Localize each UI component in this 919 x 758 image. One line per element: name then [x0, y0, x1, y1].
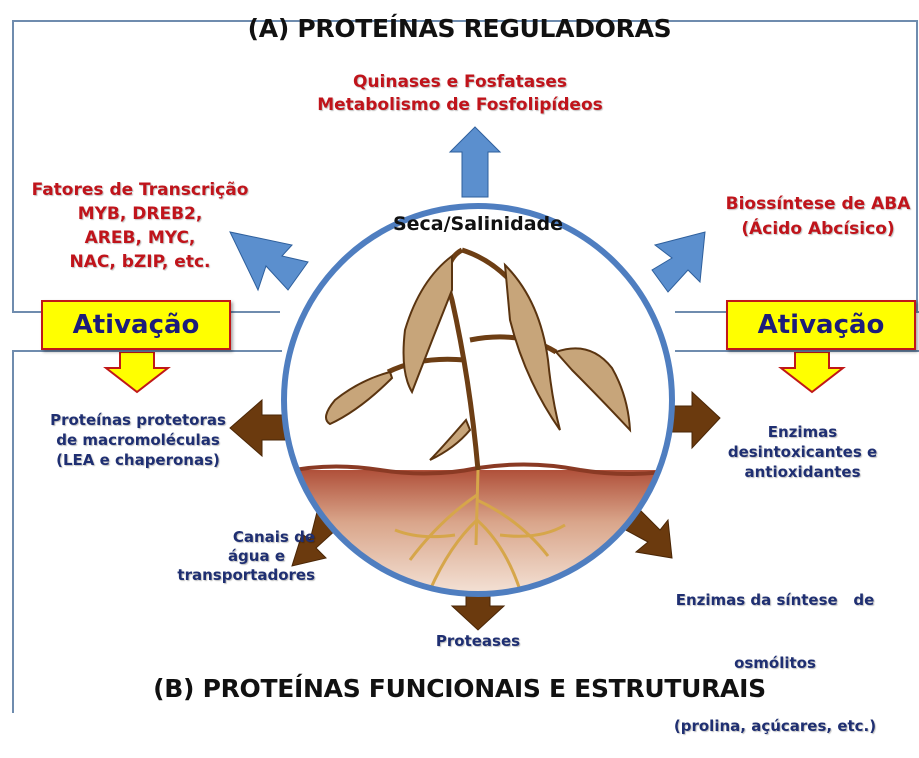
blue-arrow-right: [651, 231, 706, 293]
frame-left-line-b: [12, 350, 14, 713]
top-label-line-2: Metabolismo de Fosfolipídeos: [317, 95, 603, 115]
leaf-mid-right: [554, 347, 632, 433]
protective-line-1: Proteínas protetoras: [50, 411, 226, 429]
blue-arrow-left: [229, 231, 309, 292]
brown-arrow-left: [229, 398, 286, 458]
transcription-factors-line-3: AREB, MYC,: [84, 228, 196, 248]
top-label-line-1: Quinases e Fosfatases: [352, 72, 568, 92]
leaf-top-right: [503, 262, 561, 431]
section-b-title: (B) PROTEÍNAS FUNCIONAIS E ESTRUTURAIS: [153, 674, 766, 703]
transcription-factors-label: Fatores de Transcrição MYB, DREB2, AREB,…: [5, 178, 275, 274]
top-label: Quinases e Fosfatases Metabolismo de Fos…: [260, 71, 660, 117]
activation-box-right: Ativação: [726, 300, 916, 350]
frame-mid-line-left-b: [12, 350, 282, 352]
brown-arrow-lower-right: [621, 509, 673, 559]
detox-line-1: Enzimas: [767, 423, 838, 441]
blue-arrows: [229, 126, 706, 293]
activation-arrow-right: [778, 352, 846, 394]
channels-line-3: transportadores: [177, 566, 315, 584]
protective-line-2: de macromoléculas: [56, 431, 220, 449]
aba-line-1: Biossíntese de ABA: [725, 194, 911, 214]
channels-line-2: água e: [227, 547, 285, 565]
osmolyte-line-3: (prolina, açúcares, etc.): [673, 717, 877, 735]
osmolyte-line-1: Enzimas da síntese de: [675, 591, 875, 609]
diagram-graphics: [229, 126, 721, 631]
frame-mid-line-right-b: [675, 350, 919, 352]
detox-line-2: desintoxicantes e: [727, 443, 878, 461]
leaf-mid-left: [325, 370, 394, 426]
protective-line-3: (LEA e chaperonas): [56, 451, 220, 469]
aba-label: Biossíntese de ABA (Ácido Abcísico): [718, 192, 918, 242]
section-a-title: (A) PROTEÍNAS REGULADORAS: [247, 14, 672, 43]
transcription-factors-line-4: NAC, bZIP, etc.: [69, 252, 211, 272]
water-channels-label: Canais de água e transportadores: [160, 528, 315, 585]
frame-right-line-a: [916, 20, 918, 312]
detox-enzymes-label: Enzimas desintoxicantes e antioxidantes: [690, 422, 915, 482]
activation-arrow-left: [103, 352, 171, 394]
blue-arrow-up: [448, 126, 502, 198]
transcription-factors-line-2: MYB, DREB2,: [77, 204, 203, 224]
frame-left-line-a: [12, 20, 14, 312]
frame-top-line: [12, 20, 917, 22]
osmolyte-enzymes-label: Enzimas da síntese de osmólitos (prolina…: [640, 548, 910, 758]
detox-line-3: antioxidantes: [744, 463, 861, 481]
activation-box-left: Ativação: [41, 300, 231, 350]
transcription-factors-line-1: Fatores de Transcrição: [31, 180, 249, 200]
leaf-low: [429, 418, 472, 461]
protective-proteins-label: Proteínas protetoras de macromoléculas (…: [8, 410, 268, 470]
center-label: Seca/Salinidade: [392, 213, 564, 235]
aba-line-2: (Ácido Abcísico): [741, 219, 895, 239]
channels-line-1: Canais de: [232, 528, 315, 546]
leaf-top-left: [402, 253, 453, 395]
proteases-label: Proteases: [435, 632, 521, 650]
brown-arrow-right: [669, 390, 721, 450]
osmolyte-line-2: osmólitos: [734, 654, 816, 672]
